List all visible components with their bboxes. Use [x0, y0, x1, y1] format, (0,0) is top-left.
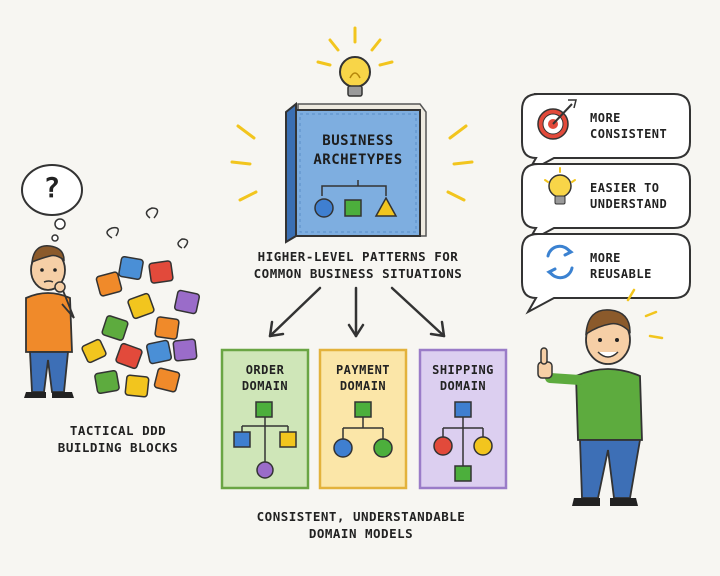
benefit-easier-to-understand: EASIER TO UNDERSTAND	[590, 181, 668, 211]
left-caption-line1: TACTICAL DDD	[69, 423, 167, 438]
lightbulb-icon	[316, 26, 394, 97]
happy-person	[537, 288, 664, 506]
bottom-caption-line2: DOMAIN MODELS	[308, 526, 414, 541]
target-icon	[537, 99, 577, 140]
bottom-caption-line1: CONSISTENT, UNDERSTANDABLE	[256, 509, 466, 524]
business-archetypes-book	[230, 101, 474, 244]
shipping-domain-card	[418, 348, 508, 490]
arrow-to-shipping	[390, 286, 446, 338]
payment-domain-card	[318, 348, 408, 490]
recycle-arrows-icon	[546, 244, 574, 280]
bottom-caption: CONSISTENT, UNDERSTANDABLE DOMAIN MODELS	[236, 508, 486, 542]
order-domain-title: ORDER DOMAIN	[241, 363, 289, 393]
arrow-to-order	[268, 286, 322, 338]
payment-domain-title: PAYMENT DOMAIN	[335, 363, 391, 393]
book-title: BUSINESS ARCHETYPES	[306, 132, 410, 170]
puzzle-pieces	[81, 255, 201, 398]
lightbulb-icon	[544, 167, 576, 205]
book-title-line1: BUSINESS	[322, 133, 394, 149]
order-domain-card	[220, 348, 310, 490]
subtitle-line2: COMMON BUSINESS SITUATIONS	[253, 266, 463, 281]
subtitle-line1: HIGHER-LEVEL PATTERNS FOR	[257, 249, 459, 264]
book-title-line2: ARCHETYPES	[313, 152, 403, 168]
arrows	[268, 286, 446, 338]
question-mark: ?	[43, 171, 61, 204]
left-caption: TACTICAL DDD BUILDING BLOCKS	[28, 422, 208, 456]
subtitle: HIGHER-LEVEL PATTERNS FOR COMMON BUSINES…	[236, 248, 480, 282]
shipping-domain-title: SHIPPING DOMAIN	[432, 363, 494, 393]
benefit-more-reusable: MORE REUSABLE	[590, 251, 652, 281]
left-caption-line2: BUILDING BLOCKS	[57, 440, 179, 455]
thought-bubble	[21, 164, 189, 249]
confused-person	[24, 245, 75, 398]
benefit-more-consistent: MORE CONSISTENT	[590, 111, 668, 141]
